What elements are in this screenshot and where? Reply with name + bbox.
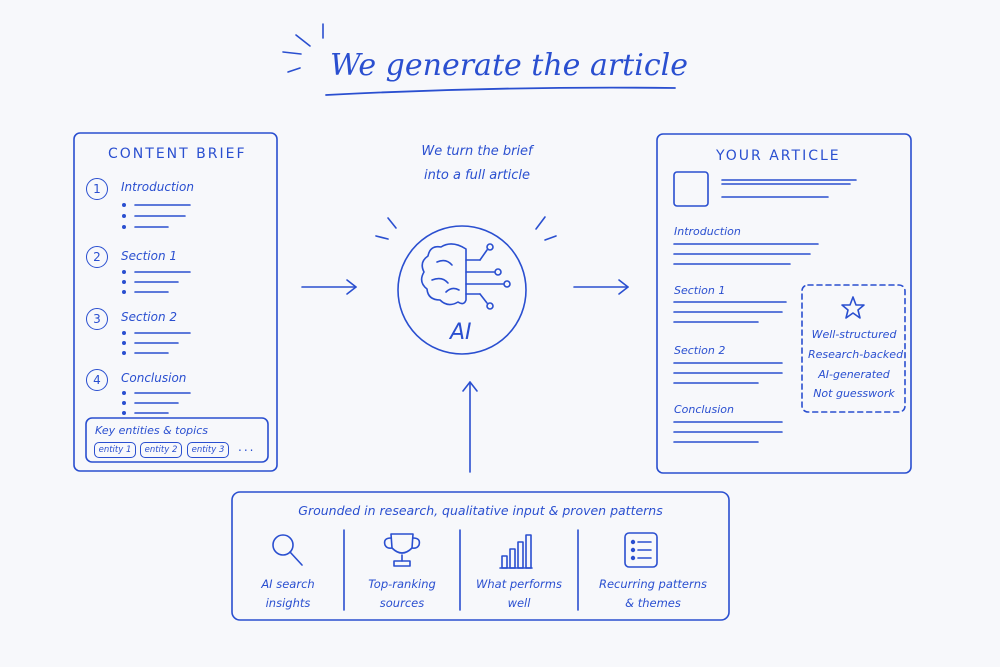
- magnifier-icon: [272, 534, 303, 566]
- step-number: 2: [86, 246, 108, 268]
- entity-chip: entity 3: [187, 442, 229, 458]
- center-caption: We turn the brief into a full article: [392, 140, 562, 188]
- feature-ai-search: AI search insights: [234, 575, 342, 613]
- entities-label: Key entities & topics: [95, 424, 209, 437]
- ai-circle: [397, 225, 527, 355]
- grounding-title: Grounded in research, qualitative input …: [298, 503, 663, 518]
- feature-label: Recurring patterns: [598, 577, 708, 591]
- article-section-label: Section 1: [674, 284, 726, 297]
- step-number: 3: [86, 308, 108, 330]
- entity-chip: entity 2: [140, 442, 182, 458]
- brief-item-label: Section 1: [121, 249, 178, 263]
- article-placeholder-lines: [673, 179, 857, 443]
- ai-label: AI: [450, 320, 472, 345]
- article-section-label: Introduction: [674, 225, 741, 238]
- feature-label: Top-ranking: [368, 577, 436, 591]
- brief-item-label: Introduction: [121, 180, 194, 194]
- article-section-label: Section 2: [674, 344, 726, 357]
- content-brief-title: CONTENT BRIEF: [108, 146, 247, 162]
- your-article-title: YOUR ARTICLE: [716, 148, 841, 164]
- arrow-up-icon: [462, 381, 478, 473]
- trophy-icon: [383, 533, 421, 567]
- arrow-right-icon: [301, 279, 357, 295]
- feature-label: sources: [379, 596, 425, 610]
- arrow-right-icon: [573, 279, 629, 295]
- more-entities-ellipsis: ...: [238, 440, 256, 454]
- qualities-box: [801, 284, 906, 413]
- content-brief-box: [73, 132, 278, 472]
- entities-box: [85, 417, 269, 463]
- grounding-box: [231, 491, 730, 621]
- brief-item-label: Conclusion: [121, 371, 187, 385]
- star-icon: [841, 296, 865, 319]
- feature-top-ranking: Top-ranking sources: [346, 575, 458, 613]
- entity-chip: entity 1: [94, 442, 136, 458]
- feature-recurring-patterns: Recurring patterns & themes: [580, 575, 726, 613]
- brief-placeholder-lines: [134, 204, 191, 414]
- title-sparkle-icon: [282, 23, 324, 73]
- brief-item-label: Section 2: [121, 310, 178, 324]
- brief-bullets: [122, 203, 126, 415]
- center-caption-line: into a full article: [423, 168, 531, 183]
- feature-label: What performs: [476, 577, 562, 591]
- your-article-box: [656, 133, 912, 474]
- brain-icon: [420, 243, 511, 310]
- article-section-label: Conclusion: [674, 403, 734, 416]
- article-image-placeholder: [673, 171, 709, 207]
- step-number: 1: [86, 178, 108, 200]
- title-underline: [325, 86, 676, 96]
- feature-label: & themes: [625, 596, 681, 610]
- feature-label: well: [507, 596, 531, 610]
- quality-label: AI-generated: [818, 368, 890, 381]
- ai-sparkle-icon: [375, 216, 557, 241]
- page-title: We generate the article: [330, 48, 688, 83]
- feature-label: AI search: [261, 577, 315, 591]
- feature-dividers: [343, 529, 579, 611]
- center-caption-line: We turn the brief: [421, 144, 533, 159]
- quality-label: Not guesswork: [813, 387, 895, 400]
- list-icon: [624, 532, 658, 568]
- quality-label: Research-backed: [808, 348, 904, 361]
- step-number: 4: [86, 369, 108, 391]
- feature-label: insights: [265, 596, 311, 610]
- bar-chart-icon: [499, 534, 533, 569]
- feature-performs-well: What performs well: [462, 575, 576, 613]
- quality-label: Well-structured: [811, 328, 897, 341]
